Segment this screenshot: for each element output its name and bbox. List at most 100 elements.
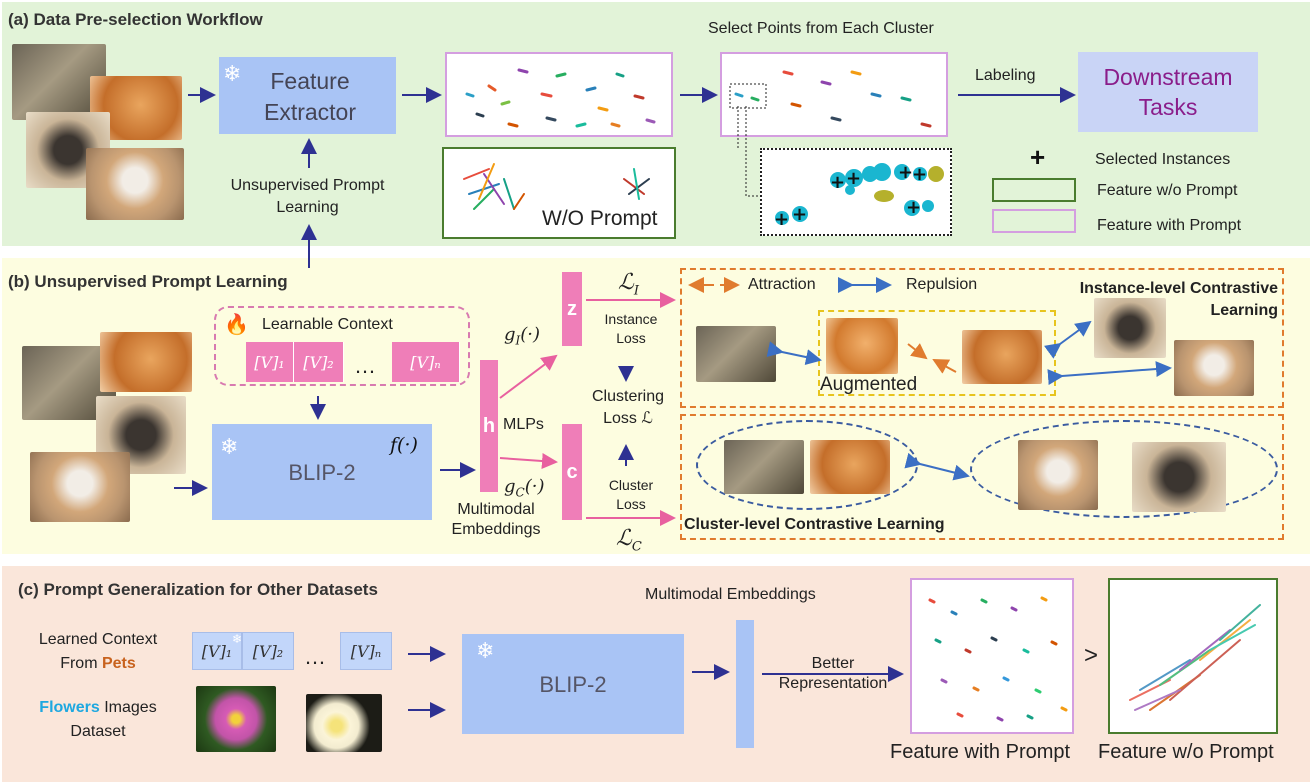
legend-with-label: Feature with Prompt (1097, 217, 1242, 234)
chihuahua-photo-clu (1018, 440, 1098, 510)
LI-label: ℒI (618, 270, 639, 299)
repulsion-arrow-2 (1043, 320, 1092, 359)
c-token-v1: [V]₁ (192, 632, 242, 670)
c-token-vn: [V]ₙ (340, 632, 392, 670)
legend-plus-icon: + (1030, 142, 1046, 172)
chihuahua-photo (86, 148, 184, 220)
cat-orange-augmented-photo (826, 318, 898, 374)
scatter-wo-prompt (442, 147, 676, 239)
select-points-label: Select Points from Each Cluster (708, 20, 934, 37)
LC-label: ℒC (616, 526, 642, 555)
clustering-loss-label: Clustering Loss ℒ (591, 388, 665, 427)
pets-label: Pets (101, 655, 136, 672)
attraction-label: Attraction (748, 276, 816, 293)
scatter-with-prompt-points (465, 68, 656, 128)
flowers-label: Flowers (39, 699, 100, 716)
token-v2: [V]₂ (294, 342, 344, 382)
svg-text:+: + (830, 172, 845, 193)
cluster-level-label: Cluster-level Contrastive Learning (684, 516, 945, 533)
blip2-box-b (212, 424, 432, 520)
learned-context-label: Learned Context From Pets (14, 628, 182, 676)
blip2-box-c (462, 634, 684, 734)
c-token-v2: [V]₂ (242, 632, 294, 670)
snowflake-icon: ❄ (223, 61, 242, 86)
token-v1: [V]₁ (246, 342, 294, 382)
cat-tabby-photo-inst (696, 326, 776, 382)
panel-a-title: (a) Data Pre-selection Workflow (8, 10, 263, 29)
labeling-label: Labeling (975, 67, 1036, 84)
cluster-loss-label: Cluster Loss (608, 477, 654, 512)
scatter-c-wo-prompt (1108, 578, 1278, 734)
gC-label: gC(·) (504, 476, 545, 500)
chihuahua-photo-b (30, 452, 130, 522)
mlps-label: MLPs (503, 416, 544, 433)
gI-label: gI(·) (504, 324, 541, 348)
scatter-c-with-prompt (910, 578, 1074, 734)
repulsion-arrow-3 (1047, 361, 1172, 386)
better-label: Better (811, 655, 855, 672)
attraction-arrow-2 (932, 359, 957, 374)
blip2-label-c: BLIP-2 (539, 672, 607, 697)
repulsion-arrow-cluster (904, 452, 970, 481)
learnable-context-label: Learnable Context (262, 316, 393, 333)
token-vn: [V]ₙ (392, 342, 460, 382)
scatter-selected (720, 52, 948, 137)
dataset-label: Dataset (70, 723, 126, 740)
zoom-detail-box: ++++ +++ (760, 148, 952, 236)
cat-orange-photo-inst (962, 330, 1042, 384)
dog-cluster-ellipse (970, 420, 1278, 518)
wo-prompt-label: W/O Prompt (542, 207, 658, 230)
instance-level-box (680, 268, 1284, 408)
downstream-box (1078, 52, 1258, 132)
cat-orange-photo-clu (810, 440, 890, 494)
greater-than-label: > (1084, 642, 1099, 669)
cluster-level-box (680, 414, 1284, 540)
scatter-with-prompt (445, 52, 673, 137)
panel-b-title: (b) Unsupervised Prompt Learning (8, 272, 288, 291)
arrow-h-c (499, 453, 558, 469)
svg-text:+: + (912, 164, 927, 185)
pug-photo-clu (1132, 442, 1226, 512)
better-representation-label: Better Representation (772, 654, 894, 694)
pug-photo-inst (1094, 298, 1166, 358)
multimodal-embeddings-label-c: Multimodal Embeddings (645, 586, 816, 603)
repulsion-arrow-1 (766, 341, 822, 365)
learnable-context-box (214, 306, 470, 386)
legend-wo-swatch (992, 178, 1076, 202)
scatter-selected-points (729, 70, 932, 128)
scatter-wo-prompt-points (463, 163, 650, 210)
svg-text:+: + (774, 209, 789, 230)
h-bar: h (480, 360, 498, 492)
learned-context-line1: Learned Context (38, 631, 158, 648)
scatter-c-with-points (928, 596, 1068, 722)
pink-flower-photo (196, 686, 276, 752)
attraction-arrow-1 (907, 343, 928, 360)
embedding-bar-c (736, 620, 754, 748)
cat-orange-photo-b (100, 332, 192, 392)
repulsion-label: Repulsion (906, 276, 978, 293)
svg-text:+: + (846, 168, 861, 189)
scatter-c-wo-points (1129, 604, 1261, 711)
cat-tabby-photo-clu (724, 440, 804, 494)
learned-context-from: From (60, 655, 98, 672)
augmented-label: Augmented (820, 374, 918, 395)
white-flower-photo (306, 694, 382, 752)
downstream-label: Downstream Tasks (1103, 64, 1233, 120)
svg-text:+: + (898, 162, 913, 183)
zoom-detail-points: ++++ +++ (774, 162, 944, 230)
svg-text:+: + (792, 204, 807, 225)
snowflake-icon-b: ❄ (220, 434, 239, 459)
c-token-ellipsis: … (304, 644, 326, 669)
flowers-dataset-label: Flowers Images Dataset (14, 696, 182, 744)
legend-with-swatch (992, 209, 1076, 233)
panel-c-title: (c) Prompt Generalization for Other Data… (18, 580, 378, 599)
feature-extractor-box (219, 57, 396, 134)
instance-loss-label: Instance Loss (604, 311, 658, 346)
token-snowflake-icon: ❄ (232, 632, 243, 646)
unsupervised-prompt-learning-label: Unsupervised Prompt Learning (230, 177, 385, 216)
fire-icon: 🔥 (224, 314, 249, 336)
representation-label: Representation (778, 675, 888, 692)
feature-with-prompt-label-c: Feature with Prompt (890, 741, 1071, 763)
